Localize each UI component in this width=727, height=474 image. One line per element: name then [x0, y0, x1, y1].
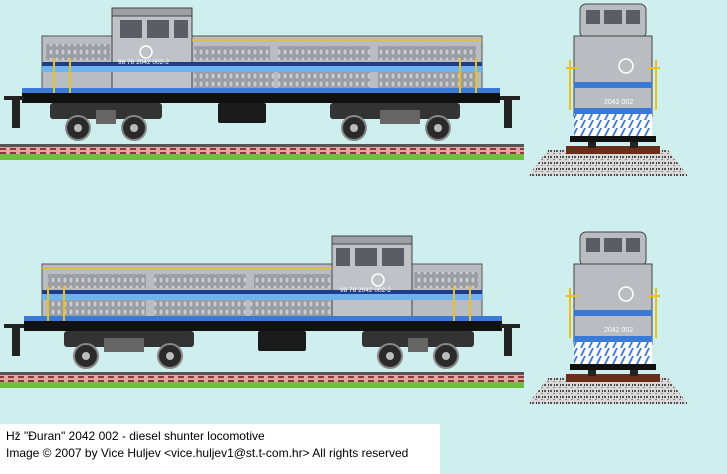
front-number-top: 2042 002 [604, 99, 633, 106]
image-caption: Hž "Đuran" 2042 002 - diesel shunter loc… [0, 424, 440, 474]
front-number-bottom: 2042 002 [604, 327, 633, 334]
caption-copyright: Image © 2007 by Vice Huljev <vice.huljev… [6, 446, 409, 460]
number-plate-bottom: 98 78 2042 002-2 [340, 287, 391, 294]
number-plate-top: 98 78 2042 002-2 [118, 59, 169, 66]
caption-title: Hž "Đuran" 2042 002 - diesel shunter loc… [6, 429, 265, 443]
